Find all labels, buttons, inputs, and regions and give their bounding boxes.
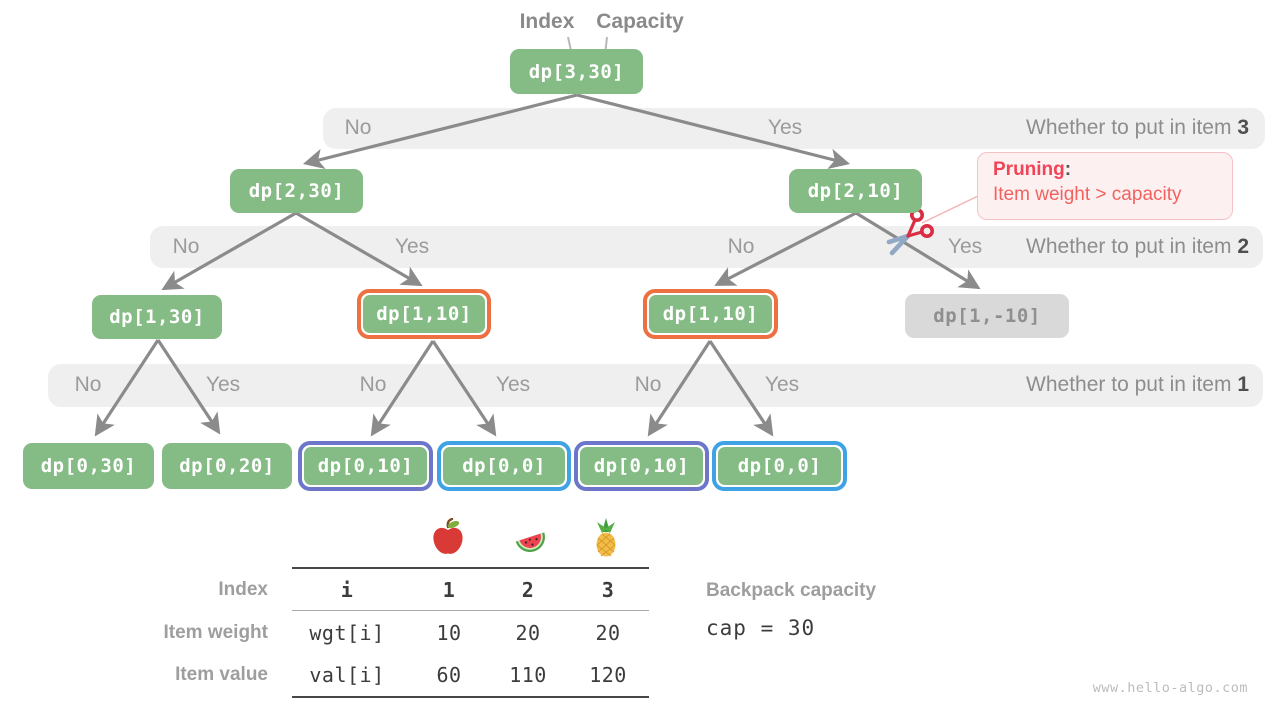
node-label: dp[0,0]	[443, 447, 565, 485]
decision-question-item-1: Whether to put in item 1	[1026, 373, 1249, 397]
node-dp-1-10-a: dp[1,10]	[357, 289, 491, 339]
index-axis-label: Index	[519, 10, 575, 33]
decision-bar-item-1	[48, 364, 1263, 407]
decision-question-item-3: Whether to put in item 3	[1026, 116, 1249, 140]
branch-label-yes: Yes	[947, 235, 983, 258]
watermark: www.hello-algo.com	[1092, 680, 1248, 696]
edge-root-yes	[576, 93, 851, 170]
table-cell-wgt: wgt[i]	[309, 621, 385, 645]
node-dp-0-0-b: dp[0,0]	[712, 441, 847, 491]
pruning-colon: :	[1064, 159, 1072, 180]
edge-dp210-no	[714, 211, 857, 286]
question-text: Whether to put in item	[1026, 235, 1232, 258]
table-cell-index-3: 3	[601, 578, 615, 602]
question-item-number: 1	[1237, 373, 1249, 396]
node-dp-1-neg10-pruned: dp[1,-10]	[905, 294, 1069, 338]
node-dp-0-10-b: dp[0,10]	[574, 441, 709, 491]
branch-label-yes: Yes	[495, 373, 531, 396]
table-cell-val-2: 110	[509, 663, 547, 687]
table-top-rule	[292, 567, 649, 569]
node-dp-0-0-a: dp[0,0]	[437, 441, 571, 491]
node-dp-0-10-a: dp[0,10]	[298, 441, 433, 491]
apple-icon	[431, 517, 465, 563]
table-cell-val-1: 60	[436, 663, 462, 687]
node-dp-2-10: dp[2,10]	[789, 169, 922, 213]
table-cell-index-2: 2	[521, 578, 535, 602]
watermelon-icon	[511, 522, 549, 561]
index-pointer-line	[567, 36, 573, 56]
edge-dp210-yes-pruned	[855, 211, 981, 290]
table-cell-wgt-2: 20	[515, 621, 541, 645]
pruning-body: Item weight > capacity	[993, 184, 1182, 205]
table-cell-index-1: 1	[442, 578, 456, 602]
question-text: Whether to put in item	[1026, 373, 1232, 396]
node-dp-0-30: dp[0,30]	[23, 443, 154, 489]
question-item-number: 2	[1237, 235, 1249, 258]
capacity-axis-label: Capacity	[596, 10, 684, 33]
edge-dp110b-no	[647, 340, 712, 437]
branch-label-yes: Yes	[767, 116, 803, 139]
table-bottom-rule	[292, 696, 649, 698]
node-dp-1-10-b: dp[1,10]	[643, 289, 778, 339]
pineapple-icon	[590, 517, 622, 564]
branch-label-yes: Yes	[764, 373, 800, 396]
node-label: dp[1,10]	[363, 295, 485, 333]
table-cell-wgt-3: 20	[595, 621, 621, 645]
branch-label-yes: Yes	[205, 373, 241, 396]
question-item-number: 3	[1237, 116, 1249, 139]
backpack-capacity-value: cap = 30	[706, 616, 816, 640]
node-dp-0-20: dp[0,20]	[162, 443, 292, 489]
decision-question-item-2: Whether to put in item 2	[1026, 235, 1249, 259]
node-dp-2-30: dp[2,30]	[230, 169, 363, 213]
decision-bar-item-3	[323, 108, 1265, 149]
table-cell-val: val[i]	[309, 663, 385, 687]
edge-dp130-no	[94, 339, 160, 437]
scissors-icon	[886, 208, 934, 256]
node-label: dp[0,10]	[304, 447, 427, 485]
edge-dp230-yes	[295, 211, 423, 287]
table-cell-val-3: 120	[589, 663, 627, 687]
branch-label-no: No	[172, 235, 200, 258]
node-label: dp[1,10]	[649, 295, 772, 333]
edge-dp110a-no	[370, 340, 435, 437]
edge-dp110a-yes	[431, 340, 497, 437]
branch-label-no: No	[634, 373, 662, 396]
pruning-connector-line	[921, 195, 979, 224]
table-row-label-index: Index	[218, 579, 268, 600]
table-mid-rule	[292, 610, 649, 611]
pruning-title: Pruning	[993, 159, 1065, 180]
branch-label-yes: Yes	[394, 235, 430, 258]
table-cell-i: i	[340, 578, 354, 602]
node-label: dp[0,10]	[580, 447, 703, 485]
edge-dp230-no	[161, 211, 297, 291]
capacity-pointer-line	[604, 36, 608, 56]
node-dp-1-30: dp[1,30]	[92, 295, 222, 339]
node-dp-3-30: dp[3,30]	[510, 49, 643, 94]
decision-bar-item-2	[150, 226, 1263, 268]
table-row-label-value: Item value	[175, 664, 268, 685]
branch-label-no: No	[359, 373, 387, 396]
pruning-note: Pruning: Item weight > capacity	[977, 152, 1233, 220]
branch-label-no: No	[344, 116, 372, 139]
branch-label-no: No	[727, 235, 755, 258]
table-row-label-weight: Item weight	[163, 622, 268, 643]
table-cell-wgt-1: 10	[436, 621, 462, 645]
edge-root-no	[302, 93, 578, 170]
edge-dp110b-yes	[708, 340, 774, 437]
edge-dp130-yes	[156, 339, 221, 435]
backpack-capacity-label: Backpack capacity	[706, 580, 877, 601]
question-text: Whether to put in item	[1026, 116, 1232, 139]
branch-label-no: No	[74, 373, 102, 396]
node-label: dp[0,0]	[718, 447, 841, 485]
